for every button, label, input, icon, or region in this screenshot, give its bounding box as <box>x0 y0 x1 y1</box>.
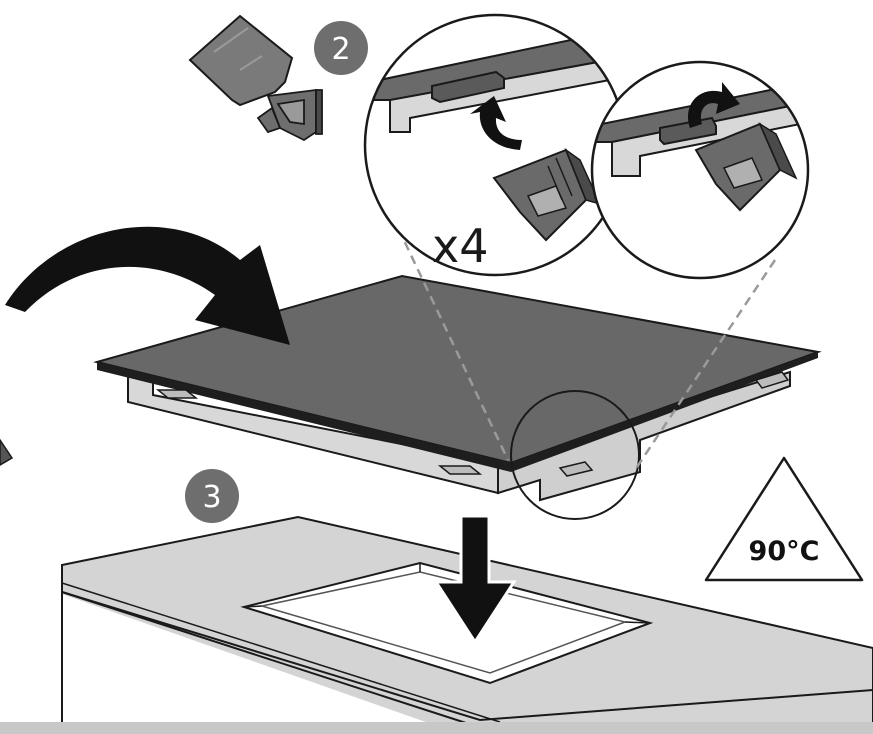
zoom-circle-2 <box>590 60 810 280</box>
frame-tab-middle <box>437 465 483 475</box>
temperature-warning: 90°C <box>704 456 864 582</box>
rotate-clip-arrow <box>688 82 740 128</box>
step-3-badge-circle <box>185 469 239 523</box>
zoom-detail-clip-attached <box>590 60 810 280</box>
zoom-indicator-circle <box>510 390 640 520</box>
step-3-number: 3 <box>202 480 221 515</box>
step-2-badge-circle <box>314 21 368 75</box>
temperature-value: 90°C <box>749 536 820 567</box>
flip-hob-arrow <box>5 226 290 345</box>
insert-clip-arrow <box>470 96 522 150</box>
clip-quantity-label: x4 <box>432 219 489 273</box>
step-2-number: 2 <box>331 32 350 67</box>
clip-bag <box>188 14 294 107</box>
left-edge-fragment <box>0 438 14 466</box>
lower-into-cutout-arrow <box>433 514 517 645</box>
zoom-lines <box>390 214 777 471</box>
bag-icon <box>188 14 294 107</box>
loose-clip-icon <box>256 88 323 142</box>
countertop-front-edge <box>61 565 873 722</box>
frame-clip-tabs <box>155 371 790 477</box>
step-2-badge: 2 <box>314 21 368 75</box>
step-3-badge: 3 <box>185 469 239 523</box>
warning-triangle-icon <box>704 456 864 582</box>
bottom-strip <box>0 722 873 734</box>
frame-tab-left <box>155 389 199 399</box>
zoom-detail-clip-insert <box>363 13 627 277</box>
frame-tab-far-right <box>754 371 790 389</box>
frame-tab-right <box>558 461 594 477</box>
hob-glass-top <box>93 274 822 465</box>
